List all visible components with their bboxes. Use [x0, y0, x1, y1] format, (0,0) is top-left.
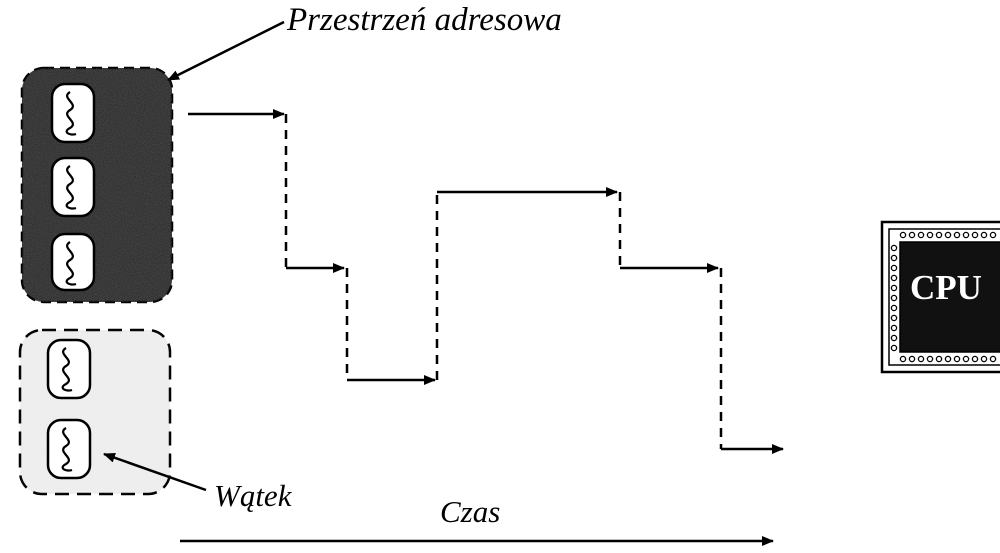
thread-2: [50, 156, 96, 218]
squiggle-thread-icon: [61, 347, 73, 392]
squiggle-thread-icon: [65, 165, 77, 210]
thread-4: [46, 338, 92, 400]
thread-5: [46, 418, 92, 480]
thread-3: [50, 232, 96, 292]
address-space-pointer-arrow: [167, 20, 285, 82]
process-dark: [20, 66, 174, 304]
thread-pointer-arrow: [103, 452, 207, 492]
thread-label: Wątek: [214, 478, 292, 513]
thread-1: [50, 82, 96, 144]
squiggle-thread-icon: [61, 427, 73, 472]
address-space-label: Przestrzeń adresowa: [287, 2, 562, 38]
execution-timeline: [188, 109, 784, 454]
time-axis-label: Czas: [440, 494, 501, 529]
process-light: [18, 328, 172, 496]
squiggle-thread-icon: [65, 241, 77, 286]
cpu-chip-icon: [880, 220, 1000, 374]
cpu-label: CPU: [910, 268, 982, 307]
squiggle-thread-icon: [65, 91, 77, 136]
